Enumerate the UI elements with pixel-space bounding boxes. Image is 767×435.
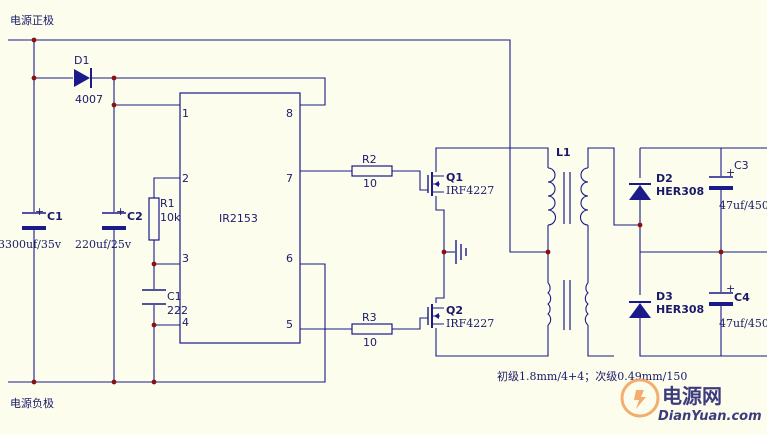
transformer-l1: L1 xyxy=(547,146,589,330)
r3-ref: R3 xyxy=(362,311,377,324)
c3-value: 47uf/450v xyxy=(719,199,767,212)
negative-rail-wire xyxy=(8,263,326,383)
r1-value: 10k xyxy=(160,211,181,224)
l1-ref: L1 xyxy=(556,146,571,159)
resistor-r1: R1 10k xyxy=(148,197,181,241)
c4-ref: C4 xyxy=(734,291,750,304)
c4-value: 47uf/450v xyxy=(719,317,767,330)
c3-plus: + xyxy=(726,166,735,179)
ic-pin-7: 7 xyxy=(286,172,293,185)
q1-ref: Q1 xyxy=(446,171,463,184)
d2-ref: D2 xyxy=(656,172,673,185)
positive-rail-wire xyxy=(8,39,548,253)
positive-rail-label: 电源正极 xyxy=(10,13,54,27)
capacitor-c2: + C2 220uf/25v xyxy=(75,205,143,251)
r2-value: 10 xyxy=(363,177,377,190)
ic-pin-2: 2 xyxy=(182,172,189,185)
capacitor-c3: + C3 47uf/450v xyxy=(709,159,767,212)
capacitor-c4: + C4 47uf/450v xyxy=(709,282,767,330)
ic-pin-6: 6 xyxy=(286,252,293,265)
capacitor-c1: + C1 3300uf/35v xyxy=(0,205,63,251)
c4-plus: + xyxy=(726,282,735,295)
q2-ref: Q2 xyxy=(446,304,463,317)
mosfet-q1: Q1 IRF4227 xyxy=(427,171,494,197)
winding-note: 初级1.8mm/4+4；次级0.49mm/150 xyxy=(497,369,687,383)
wires xyxy=(8,39,767,383)
diode-d2: D2 HER308 xyxy=(629,172,704,200)
d1-value: 4007 xyxy=(75,93,103,106)
junctions xyxy=(31,37,724,385)
watermark-en: DianYuan.com xyxy=(658,409,762,424)
ic-pin-4: 4 xyxy=(182,316,189,329)
diode-d1: D1 4007 xyxy=(74,54,103,106)
c1-plus: + xyxy=(35,205,44,218)
c2-plus: + xyxy=(116,205,125,218)
ic-pin-1: 1 xyxy=(182,107,189,120)
c3-ref: C3 xyxy=(734,159,749,172)
ic-pin-8: 8 xyxy=(286,107,293,120)
c2-value: 220uf/25v xyxy=(75,238,132,251)
q2-value: IRF4227 xyxy=(446,317,494,330)
q1-value: IRF4227 xyxy=(446,184,494,197)
ground-icon xyxy=(455,240,467,264)
ic-ir2153: IR2153 1 2 3 4 5 6 7 8 xyxy=(179,92,301,344)
resistor-r2: R2 10 xyxy=(351,153,393,190)
c1b-value: 222 xyxy=(167,304,188,317)
ic-pin-5: 5 xyxy=(286,318,293,331)
r2-ref: R2 xyxy=(362,153,377,166)
watermark-cn: 电源网 xyxy=(662,384,722,408)
c1-ref: C1 xyxy=(47,210,63,223)
mosfet-q2: Q2 IRF4227 xyxy=(427,304,494,330)
d3-ref: D3 xyxy=(656,290,673,303)
d1-ref: D1 xyxy=(74,54,89,67)
r1-ref: R1 xyxy=(160,197,175,210)
c1b-ref: C1 xyxy=(167,290,182,303)
ic-pin-3: 3 xyxy=(182,252,189,265)
d3-value: HER308 xyxy=(656,303,704,316)
diode-d3: D3 HER308 xyxy=(629,290,704,318)
c2-ref: C2 xyxy=(127,210,143,223)
negative-rail-label: 电源负极 xyxy=(10,396,54,410)
d2-value: HER308 xyxy=(656,185,704,198)
c1-value: 3300uf/35v xyxy=(0,238,62,251)
r3-value: 10 xyxy=(363,336,377,349)
ic-name: IR2153 xyxy=(219,212,258,225)
capacitor-c1-timing: C1 222 xyxy=(142,289,188,317)
resistor-r3: R3 10 xyxy=(351,311,393,349)
watermark-logo: 电源网 DianYuan.com xyxy=(620,378,762,424)
